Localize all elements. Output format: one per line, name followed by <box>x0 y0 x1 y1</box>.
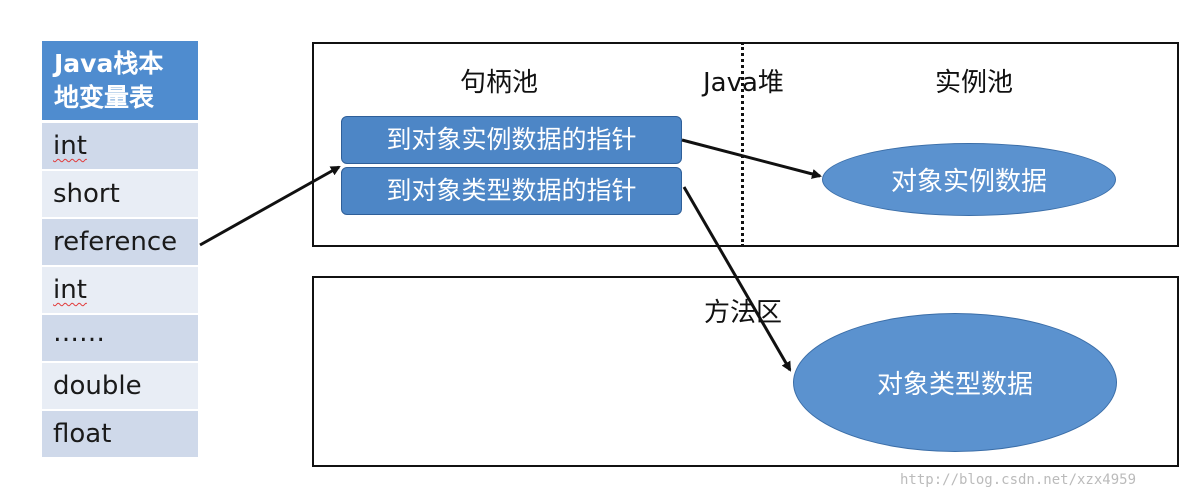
local-variable-table: Java栈本 地变量表 int short reference int …… d… <box>42 41 198 459</box>
instance-pointer-arrow <box>681 138 822 179</box>
table-cell: …… <box>53 318 105 348</box>
type-data-ellipse: 对象类型数据 <box>793 313 1117 452</box>
java-heap-label: Java堆 <box>703 68 784 98</box>
table-cell: short <box>53 179 120 209</box>
table-row-reference: reference <box>42 219 198 267</box>
method-area-frame <box>312 276 1179 467</box>
handle-pool-label: 句柄池 <box>460 68 539 98</box>
heap-divider <box>741 42 744 247</box>
type-data-label: 对象类型数据 <box>876 370 1033 400</box>
instance-pointer-box: 到对象实例数据的指针 <box>341 116 682 164</box>
table-cell: reference <box>53 227 178 257</box>
type-pointer-box: 到对象类型数据的指针 <box>341 167 682 215</box>
table-row: int <box>42 123 198 171</box>
method-area-label: 方法区 <box>704 298 783 328</box>
table-row: double <box>42 363 198 411</box>
table-row: short <box>42 171 198 219</box>
instance-pool-label: 实例池 <box>935 68 1014 98</box>
table-row: float <box>42 411 198 459</box>
table-cell: int <box>53 131 87 161</box>
instance-data-label: 对象实例数据 <box>890 167 1047 197</box>
type-pointer-arrow <box>682 186 792 372</box>
java-heap-frame <box>312 42 1179 247</box>
table-cell: float <box>53 419 112 449</box>
table-header-line2: 地变量表 <box>54 83 155 112</box>
watermark: http://blog.csdn.net/xzx4959 <box>900 472 1137 488</box>
table-row: …… <box>42 315 198 363</box>
table-cell: int <box>53 275 87 305</box>
table-header: Java栈本 地变量表 <box>42 41 198 123</box>
table-header-line1: Java栈本 <box>54 49 164 78</box>
instance-data-ellipse: 对象实例数据 <box>822 143 1116 216</box>
reference-arrow <box>199 165 341 247</box>
table-row: int <box>42 267 198 315</box>
table-cell: double <box>53 371 142 401</box>
